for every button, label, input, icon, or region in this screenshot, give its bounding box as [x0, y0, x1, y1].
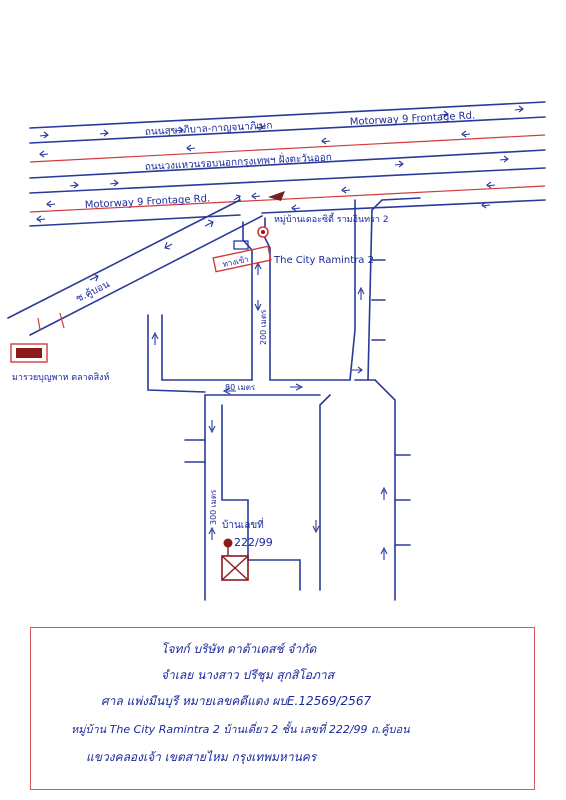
- parking-ticks: [184, 259, 411, 546]
- soi-network: [147, 197, 421, 601]
- house-box: [221, 555, 249, 581]
- label-village: หมู่บ้านเดอะซิตี้ รามอินทรา 2: [274, 212, 389, 225]
- label-school: มารวยบุญพาห ตลาดสิงห์: [12, 371, 109, 383]
- case-info-box: โจทก์ บริษัท ดาต้าเดสช์ จำกัด จำเลย นางส…: [30, 627, 535, 790]
- expressway-lines: [29, 101, 546, 227]
- label-outer-ring-road: ถนนวงแหวนรอบนอกกรุงเทพฯ ฝั่งตะวันออก: [144, 149, 332, 173]
- direction-triangle: [268, 191, 285, 201]
- label-motorway-frontage-bottom: Motorway 9 Frontage Rd.: [85, 193, 211, 211]
- info-district: แขวงคลองเจ้า เขตสายไหม กรุงเทพมหานคร: [86, 750, 317, 764]
- label-motorway-frontage-top: Motorway 9 Frontage Rd.: [350, 110, 476, 128]
- village-pin: [257, 226, 269, 238]
- entrance-marker: [212, 240, 272, 273]
- label-house: บ้านเลขที่: [222, 517, 264, 531]
- info-property: หมู่บ้าน The City Ramintra 2 บ้านเดี่ยว …: [71, 723, 410, 736]
- soi-arrows: [151, 261, 388, 560]
- label-distance-200: 200 เมตร: [259, 309, 268, 345]
- house-pin: [223, 538, 233, 556]
- lane-arrows: [36, 105, 524, 223]
- info-defendant: จำเลย นางสาว ปรีชุม สุกสิโอภาส: [161, 668, 334, 682]
- label-distance-300: 300 เมตร: [209, 489, 218, 525]
- label-village-en: The City Ramintra 2: [273, 255, 374, 266]
- info-plaintiff: โจทก์ บริษัท ดาต้าเดสช์ จำกัด: [161, 642, 317, 656]
- label-house-number: 222/99: [234, 536, 273, 549]
- info-court-case: ศาล แพ่งมีนบุรี หมายเลขคดีแดง ผบE.12569/…: [101, 694, 372, 708]
- label-distance-80: 80 เมตร: [225, 383, 256, 392]
- side-road: [7, 199, 263, 336]
- label-expressway-top: ถนนสุขาภิบาล-กาญจนาภิเษก: [145, 120, 273, 138]
- school-marker: [10, 343, 48, 363]
